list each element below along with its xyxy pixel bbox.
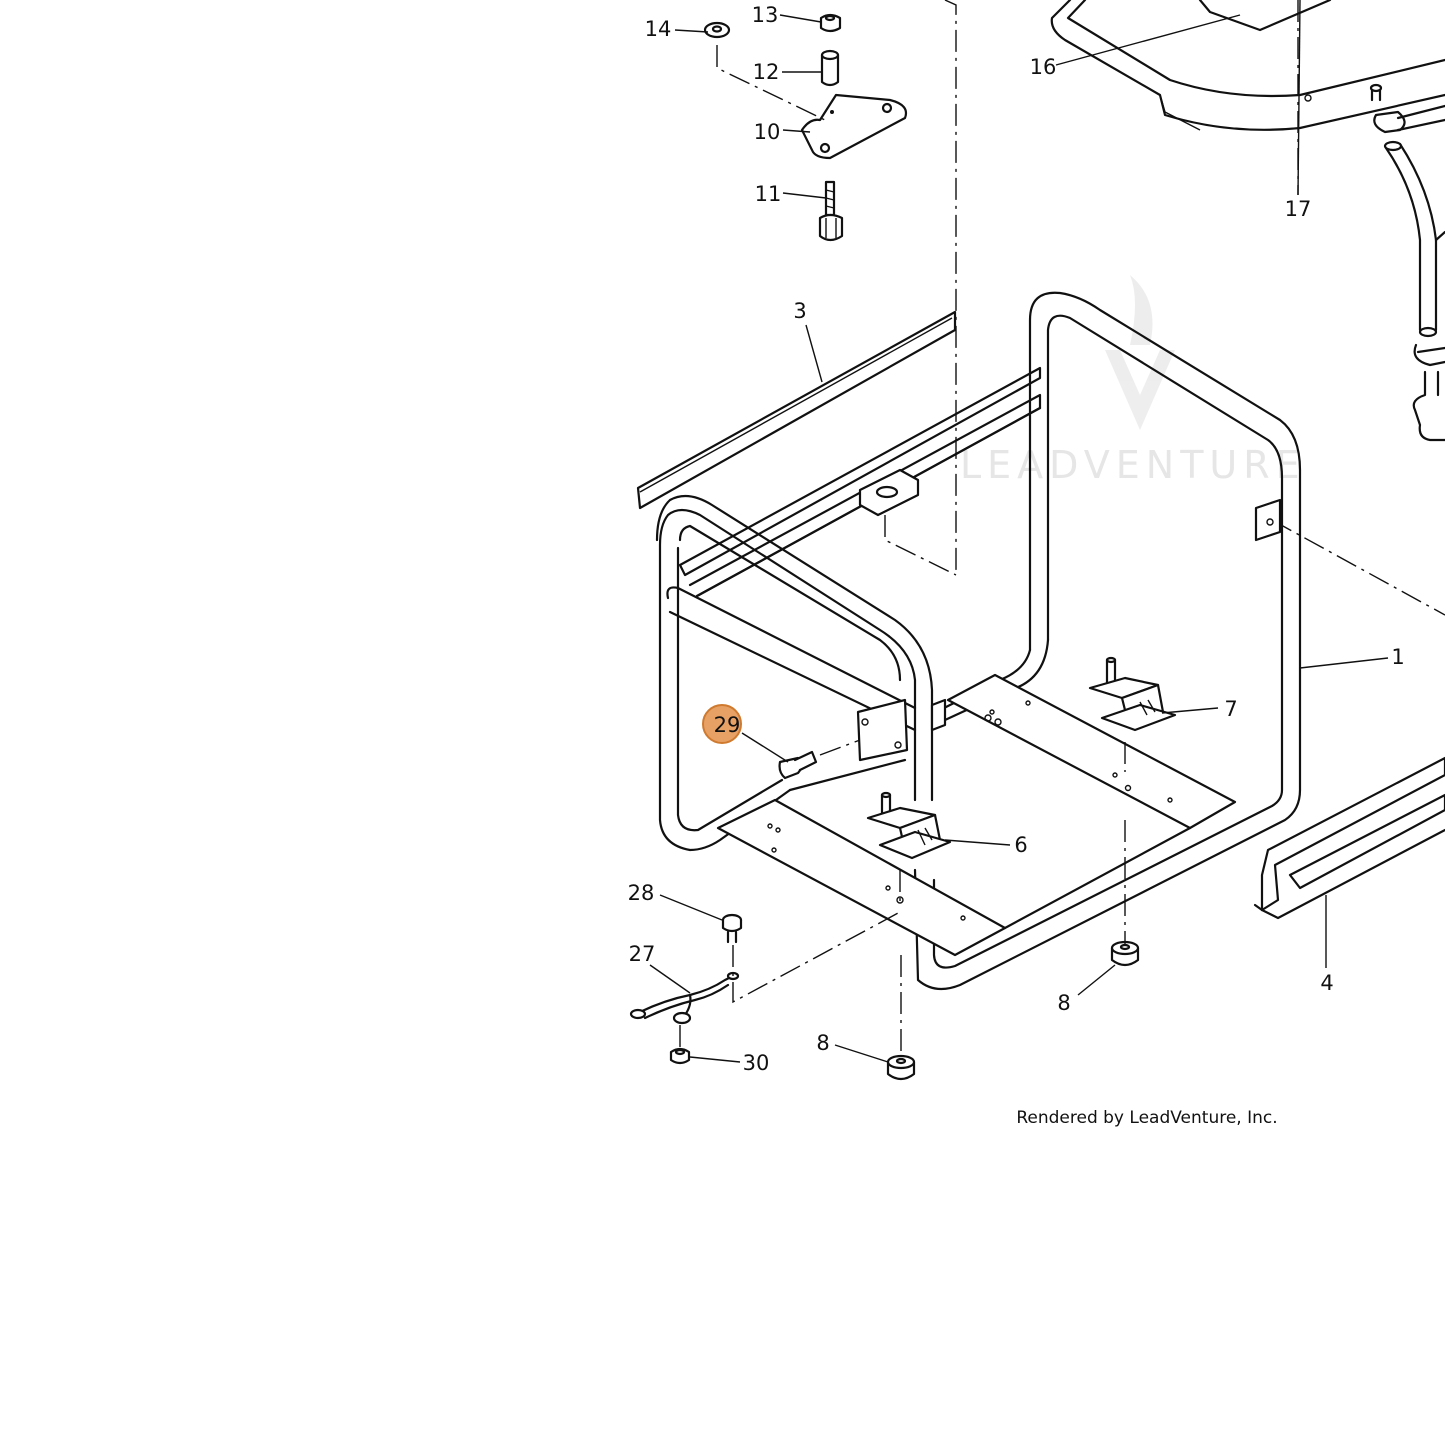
callout-4[interactable]: 4	[1320, 971, 1333, 995]
watermark-text: LEADVENTURE	[960, 443, 1306, 487]
render-credit: Rendered by LeadVenture, Inc.	[1016, 1108, 1277, 1128]
callout-8-left[interactable]: 8	[816, 1031, 829, 1055]
frame-strip-part-3	[636, 310, 957, 510]
frame-base-rails	[716, 673, 1237, 957]
nut-part-30	[669, 1047, 691, 1065]
side-rail-part-4	[1253, 756, 1445, 920]
callout-10[interactable]: 10	[754, 120, 781, 144]
rubber-mount-part-7	[1088, 656, 1177, 732]
callout-12[interactable]: 12	[753, 60, 780, 84]
callout-6[interactable]: 6	[1014, 833, 1027, 857]
screw-part-28	[721, 913, 743, 944]
rubber-foot-part-8b	[886, 1054, 916, 1081]
spacer-part-12	[820, 53, 840, 87]
highlight-marker-29[interactable]	[702, 704, 742, 744]
callout-27[interactable]: 27	[629, 942, 656, 966]
callout-29[interactable]: 29	[714, 713, 741, 737]
mounting-bracket-hardware	[703, 13, 908, 242]
callout-17[interactable]: 17	[1285, 197, 1312, 221]
leadventure-logo-icon	[1105, 275, 1175, 430]
callout-13[interactable]: 13	[752, 3, 779, 27]
callout-1[interactable]: 1	[1391, 645, 1404, 669]
leadventure-watermark: LEADVENTURE	[960, 275, 1306, 487]
callout-11[interactable]: 11	[755, 182, 782, 206]
callout-labels: 1 3 4 6 7 8 8 10 11 12 13 14 16 17 27 28…	[628, 3, 1405, 1075]
bracket-plate-part-10	[800, 93, 908, 160]
rubber-foot-part-8a	[1110, 940, 1140, 967]
callout-30[interactable]: 30	[743, 1051, 770, 1075]
callout-28[interactable]: 28	[628, 881, 655, 905]
ground-wire-part-27	[629, 971, 740, 1025]
rubber-mount-part-6	[866, 791, 952, 860]
nut-part-13	[819, 13, 842, 33]
bolt-part-29	[778, 698, 909, 780]
callout-3[interactable]: 3	[793, 299, 806, 323]
callout-16[interactable]: 16	[1030, 55, 1057, 79]
fuel-hose	[1369, 83, 1445, 442]
callout-8-right[interactable]: 8	[1057, 991, 1070, 1015]
leader-lines	[649, 0, 1389, 1063]
washer-part-14	[703, 21, 731, 39]
callout-14[interactable]: 14	[645, 17, 672, 41]
callout-7[interactable]: 7	[1224, 697, 1237, 721]
assembly-centerline	[944, 0, 957, 575]
main-frame-part-1	[655, 291, 1302, 991]
fuel-tank-cover	[1050, 0, 1445, 131]
